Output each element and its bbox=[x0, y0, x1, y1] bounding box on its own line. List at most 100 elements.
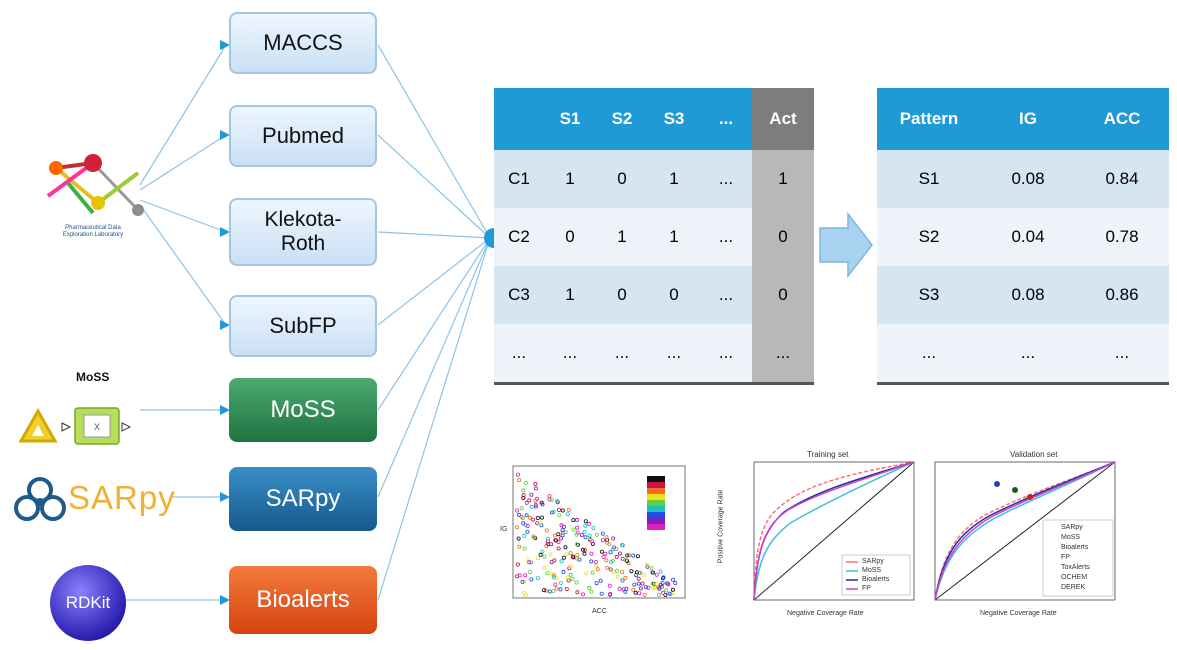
scatter-point bbox=[612, 545, 617, 550]
scatter-point bbox=[632, 582, 637, 587]
scatter-point bbox=[615, 568, 620, 573]
scatter-point bbox=[557, 508, 562, 513]
matrix-cell: ... bbox=[648, 324, 700, 384]
results-row: S3 0.08 0.86 bbox=[877, 266, 1169, 324]
scatter-point bbox=[583, 523, 588, 528]
scatter-point bbox=[575, 525, 580, 530]
scatter-point bbox=[666, 582, 671, 587]
scatter-point bbox=[574, 542, 579, 547]
training-title: Training set bbox=[807, 450, 849, 459]
matrix-cell: ... bbox=[544, 324, 596, 384]
scatter-point bbox=[593, 560, 598, 565]
scatter-point bbox=[571, 518, 576, 523]
results-cell: 0.04 bbox=[981, 208, 1075, 266]
results-cell: 0.84 bbox=[1075, 150, 1169, 208]
scatter-point bbox=[521, 493, 526, 498]
scatter-point bbox=[574, 532, 579, 537]
scatter-point bbox=[646, 585, 651, 590]
matrix-cell: 1 bbox=[544, 266, 596, 324]
scatter-point bbox=[618, 551, 623, 556]
scatter-point bbox=[603, 551, 608, 556]
scatter-point bbox=[649, 566, 654, 571]
scatter-point bbox=[629, 569, 634, 574]
scatter-point bbox=[654, 572, 659, 577]
scatter-point bbox=[552, 558, 557, 563]
scatter-point bbox=[523, 573, 528, 578]
scatter-point bbox=[560, 508, 565, 513]
scatter-point bbox=[558, 587, 563, 592]
scatter-point bbox=[591, 526, 596, 531]
scatter-point bbox=[650, 581, 655, 586]
validation-legend-item: OCHEM bbox=[1061, 574, 1088, 581]
matrix-cell-act: 1 bbox=[752, 150, 814, 208]
scatter-point bbox=[581, 547, 586, 552]
scatter-point bbox=[607, 583, 612, 588]
scatter-point bbox=[631, 587, 636, 592]
matrix-cell: ... bbox=[494, 324, 544, 384]
scatter-point bbox=[583, 519, 588, 524]
scatter-point bbox=[642, 592, 647, 597]
scatter-point bbox=[555, 500, 560, 505]
matrix-header-row: S1 S2 S3 ... Act bbox=[494, 88, 814, 150]
results-header-cell: IG bbox=[981, 88, 1075, 150]
scatter-point bbox=[560, 528, 565, 533]
scatter-point bbox=[562, 524, 567, 529]
scatter-point bbox=[654, 582, 659, 587]
scatter-point bbox=[538, 552, 543, 557]
matrix-cell: 0 bbox=[596, 150, 648, 208]
scatter-point bbox=[533, 504, 538, 509]
pdel-text: Pharmaceutical Data Exploration Laborato… bbox=[62, 225, 124, 238]
matrix-cell: C1 bbox=[494, 150, 544, 208]
scatter-point bbox=[559, 536, 564, 541]
scatter-point bbox=[540, 502, 545, 507]
scatter-point bbox=[537, 521, 542, 526]
scatter-point bbox=[556, 546, 561, 551]
scatter-point bbox=[599, 549, 604, 554]
matrix-cell-act: 0 bbox=[752, 208, 814, 266]
scatter-point bbox=[553, 582, 558, 587]
scatter-point bbox=[520, 579, 525, 584]
moss-logo: MoSS X bbox=[18, 370, 148, 450]
scatter-point bbox=[643, 585, 648, 590]
scatter-point bbox=[623, 558, 628, 563]
matrix-cell: 0 bbox=[648, 266, 700, 324]
scatter-point bbox=[547, 589, 552, 594]
scatter-point bbox=[656, 592, 661, 597]
scatter-point bbox=[547, 497, 552, 502]
scatter-point bbox=[517, 573, 522, 578]
biohazard-icon bbox=[14, 477, 66, 521]
scatter-point bbox=[565, 512, 570, 517]
matrix-row: ... ... ... ... ... ... bbox=[494, 324, 814, 384]
scatter-point bbox=[553, 533, 558, 538]
scatter-point bbox=[527, 515, 532, 520]
scatter-point bbox=[577, 557, 582, 562]
scatter-point bbox=[620, 570, 625, 575]
fingerprint-matrix: S1 S2 S3 ... Act C1 1 0 1 ... 1 C2 0 1 1… bbox=[494, 88, 814, 385]
results-cell: ... bbox=[1075, 324, 1169, 384]
bioalerts-box: Bioalerts bbox=[229, 566, 377, 634]
scatter-point bbox=[660, 581, 665, 586]
scatter-point bbox=[670, 577, 675, 582]
scatter-point bbox=[638, 586, 643, 591]
scatter-point bbox=[536, 556, 541, 561]
pdel-logo: Pharmaceutical Data Exploration Laborato… bbox=[38, 148, 158, 248]
scatter-point bbox=[525, 557, 530, 562]
scatter-point bbox=[636, 581, 641, 586]
matrix-cell: 1 bbox=[596, 208, 648, 266]
scatter-point bbox=[535, 496, 540, 501]
scatter-point bbox=[523, 480, 528, 485]
scatter-point bbox=[605, 565, 610, 570]
scatter-point bbox=[525, 524, 530, 529]
scatter-point bbox=[594, 532, 599, 537]
matrix-cell-act: ... bbox=[752, 324, 814, 384]
scatter-point bbox=[566, 507, 571, 512]
scatter-point bbox=[517, 544, 522, 549]
scatter-point bbox=[589, 589, 594, 594]
scatter-point bbox=[670, 587, 675, 592]
scatter-point bbox=[579, 533, 584, 538]
scatter-point bbox=[524, 500, 529, 505]
matrix-cell: ... bbox=[700, 324, 752, 384]
results-cell: 0.86 bbox=[1075, 266, 1169, 324]
matrix-header-cell: ... bbox=[700, 88, 752, 150]
